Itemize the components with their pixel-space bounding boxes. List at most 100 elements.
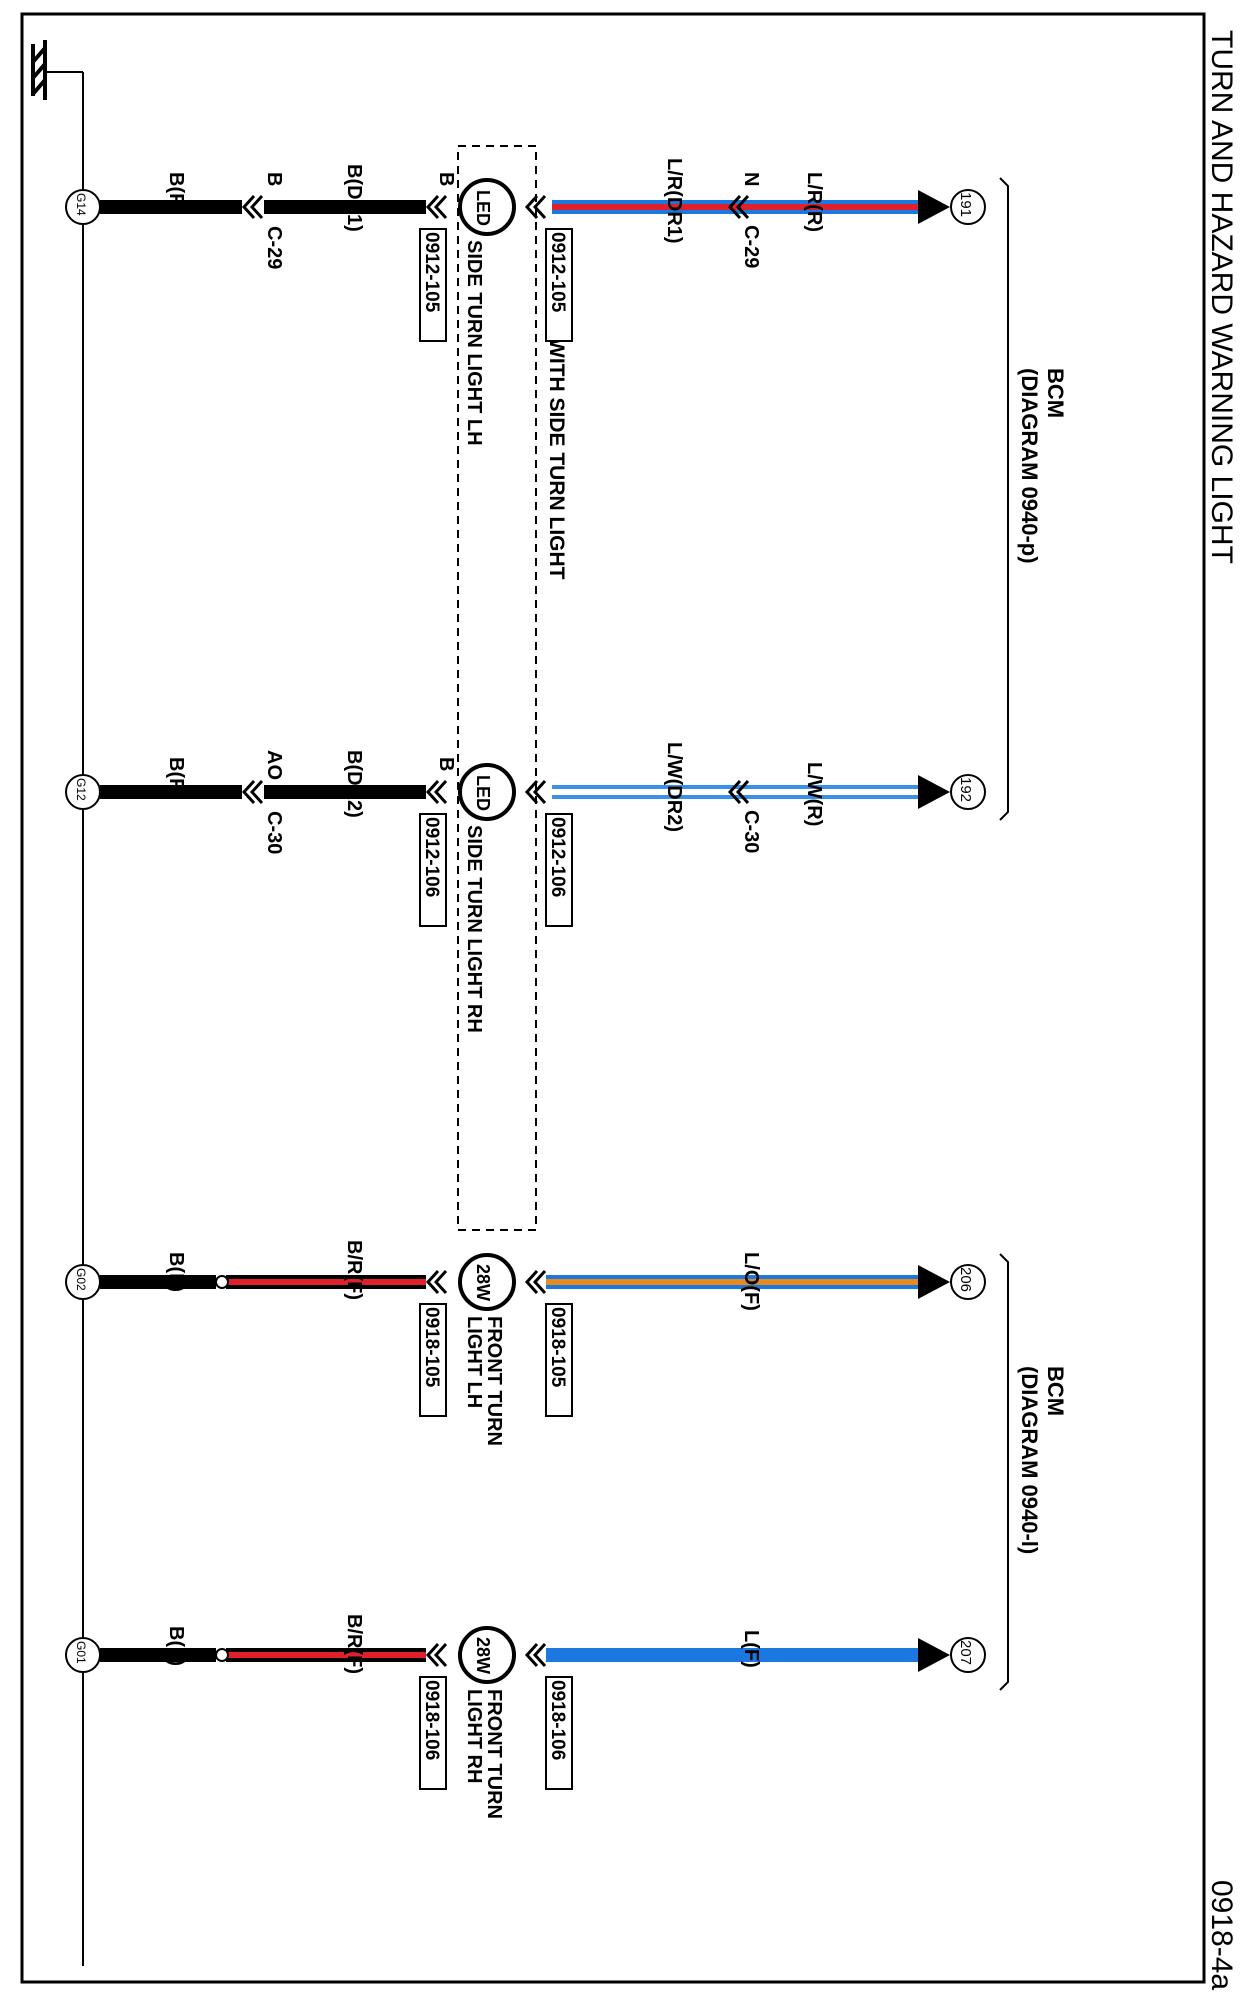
bcm-label: BCM	[1043, 1366, 1068, 1416]
connector-code: 0912-105	[547, 232, 568, 313]
connector-chevron-icon	[524, 1269, 547, 1295]
connector-chevron-icon	[727, 779, 750, 805]
wire-black	[100, 200, 242, 214]
pin-arrow-icon	[918, 775, 950, 809]
connector-box	[419, 1676, 447, 1790]
connector-id: C-30	[263, 811, 285, 854]
connector-chevron-icon	[524, 194, 547, 220]
pin-arrow-icon	[918, 190, 950, 224]
connector-chevron-icon	[524, 1642, 547, 1668]
ground-bus	[31, 40, 84, 1966]
wire-black	[100, 785, 242, 799]
circuit-side-turn-rh: 192 L/W(R) C-30 L/W(DR2) 0912-106 LED SI…	[65, 742, 986, 1033]
connector-code: 0918-105	[421, 1307, 442, 1388]
pin-arrow-icon	[918, 1638, 950, 1672]
connector-box	[545, 813, 573, 927]
bcm-bracket-2: BCM (DIAGRAM 0940-l)	[999, 1253, 1068, 1691]
connector-box	[419, 813, 447, 927]
connector-id: C-30	[740, 810, 762, 853]
wire-label: B(F)	[165, 1252, 187, 1292]
pin-206	[950, 1264, 986, 1300]
wire-black	[264, 785, 426, 799]
wire-label: L/W(DR2)	[663, 742, 685, 832]
connector-chevron-icon	[241, 779, 264, 805]
chassis-ground-icon	[31, 40, 47, 100]
pin-number: 206	[957, 1267, 974, 1292]
connector-box	[545, 1676, 573, 1790]
lamp-badge: 28W	[473, 1637, 493, 1674]
pin-number: 191	[957, 192, 974, 217]
connector-code: 0912-106	[421, 817, 442, 897]
ground-id: G02	[74, 1268, 88, 1291]
wire-label: L/O(F)	[740, 1252, 762, 1311]
connector-box	[419, 228, 447, 342]
pin-number: 207	[957, 1640, 974, 1665]
bcm-ref: (DIAGRAM 0940-p)	[1017, 368, 1042, 564]
diagram-title: TURN AND HAZARD WARNING LIGHT	[1205, 30, 1238, 564]
connector-box	[545, 228, 573, 342]
lamp-name: SIDE TURN LIGHT RH	[463, 825, 485, 1033]
wire-br-f	[226, 1275, 426, 1289]
lamp-name: FRONT TURN	[483, 1689, 505, 1819]
connector-chevron-icon	[524, 779, 547, 805]
connector-code: 0918-106	[421, 1680, 442, 1760]
pin-191	[950, 189, 986, 225]
ground-id: G01	[74, 1641, 88, 1664]
connector-id: C-29	[740, 225, 762, 268]
ground-point-icon	[65, 189, 101, 225]
wire-label: B(R)	[165, 172, 187, 214]
connector-id: C-29	[263, 226, 285, 269]
connector-code: 0918-105	[547, 1307, 568, 1388]
pin-192	[950, 774, 986, 810]
connector-box	[419, 1303, 447, 1417]
wire-br-f	[226, 1648, 426, 1662]
connector-chevron-icon	[425, 194, 448, 220]
connector-code: 0912-106	[547, 817, 568, 897]
bcm-label: BCM	[1043, 368, 1068, 418]
wire-bcm-207	[546, 1648, 922, 1662]
circuit-front-turn-rh: 207 L(F) 0918-106 28W FRONT TURN LIGHT R…	[65, 1614, 986, 1819]
diagram-frame	[20, 12, 1206, 1984]
wire-label: B/R(F)	[343, 1614, 365, 1674]
wire-black	[100, 1275, 216, 1289]
lamp-badge: 28W	[473, 1264, 493, 1301]
option-note: WITH SIDE TURN LIGHT	[545, 338, 568, 580]
wire-bcm-206	[546, 1275, 922, 1289]
bcm-bracket-1: BCM (DIAGRAM 0940-p)	[999, 177, 1068, 821]
lamp-bulb-icon	[458, 1626, 516, 1684]
lamp-name: SIDE TURN LIGHT LH	[463, 240, 485, 446]
connector-pin: AO	[263, 750, 285, 780]
pin-arrow-icon	[918, 1265, 950, 1299]
connector-chevron-icon	[425, 779, 448, 805]
ground-point-icon	[65, 1637, 101, 1673]
connector-pin: N	[740, 172, 762, 186]
wire-label: B(DR2)	[343, 750, 365, 818]
circuit-front-turn-lh: 206 L/O(F) 0918-105 28W FRONT TURN LIGHT…	[65, 1240, 986, 1446]
wire-label: L/R(DR1)	[663, 158, 685, 244]
connector-code: 0918-106	[547, 1680, 568, 1760]
splice-point-icon	[215, 1648, 229, 1662]
wire-label: L/R(R)	[803, 172, 825, 232]
page-code: 0918-4a	[1205, 1880, 1238, 1990]
pin-number: 192	[957, 777, 974, 802]
lamp-name: LIGHT RH	[463, 1689, 485, 1783]
lamp-name: FRONT TURN	[483, 1316, 505, 1446]
wire-black	[264, 200, 426, 214]
pin-207	[950, 1637, 986, 1673]
lamp-led-icon	[458, 763, 516, 821]
connector-chevron-icon	[425, 1269, 448, 1295]
wire-label: B/R(F)	[343, 1240, 365, 1300]
circuit-side-turn-lh: 191 L/R(R) N C-29 L/R(DR1) 0912-105 LED …	[65, 158, 986, 446]
bcm-ref: (DIAGRAM 0940-l)	[1017, 1366, 1042, 1554]
wire-label: B(R)	[165, 757, 187, 799]
ground-point-icon	[65, 774, 101, 810]
connector-box	[545, 1303, 573, 1417]
lamp-led-icon	[458, 178, 516, 236]
connector-chevron-icon	[727, 194, 750, 220]
ground-id: G12	[74, 778, 88, 801]
lamp-bulb-icon	[458, 1253, 516, 1311]
splice-point-icon	[215, 1275, 229, 1289]
wire-label: B	[435, 172, 457, 186]
connector-pin: B	[263, 172, 285, 186]
